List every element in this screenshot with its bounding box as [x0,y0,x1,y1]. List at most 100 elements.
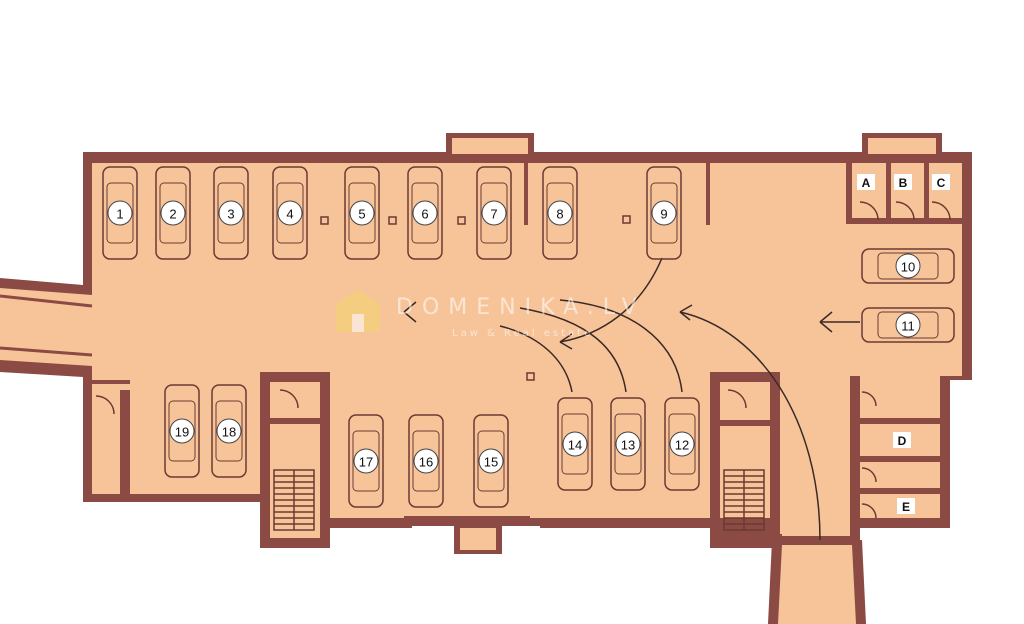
car-outline-icon [155,166,191,260]
parking-spot-2: 2 [155,166,191,260]
storage-unit-A: A [857,174,875,190]
spot-number: 2 [169,207,176,222]
car-roof-icon [412,430,440,492]
spot-number-badge [478,448,504,474]
car-outline-icon [348,414,384,508]
storage-label: E [902,500,910,514]
staircase-left [273,469,315,531]
car-outline-icon [542,166,578,260]
storage-unit-C: C [932,174,950,190]
car-roof-icon [480,182,508,244]
spot-number: 4 [286,207,293,222]
car-outline-icon [213,166,249,260]
interior-walls [0,163,962,548]
spot-number-badge [160,200,186,226]
car-outline-icon [664,397,700,491]
spot-number-badge [481,200,507,226]
spot-number: 9 [660,207,667,222]
spot-number-badge [169,418,195,444]
car-outline-icon [861,248,955,284]
parking-spot-16: 16 [408,414,444,508]
car-roof-icon [276,182,304,244]
spot-number-badge [669,431,695,457]
spot-number-badge [651,200,677,226]
parking-spot-18: 18 [211,384,247,478]
storage-units: A B C D E [857,174,950,514]
storage-label: D [898,434,907,448]
spot-number: 7 [490,207,497,222]
storage-label-box [894,174,912,190]
parking-spot-6: 6 [407,166,443,260]
car-roof-icon [411,182,439,244]
watermark: DOMENIKA.LV Law & Real estate [336,290,646,339]
spot-number-badge [412,200,438,226]
car-outline-icon [344,166,380,260]
parking-spot-14: 14 [557,397,593,491]
car-roof-icon [217,182,245,244]
spot-number-badge [562,431,588,457]
car-outline-icon [164,384,200,478]
storage-label: B [899,176,908,190]
car-roof-icon [477,430,505,492]
car-roof-icon [877,252,939,280]
spot-number-badge [413,448,439,474]
spot-number: 14 [568,438,582,453]
spot-number-badge [277,200,303,226]
spot-number: 5 [358,207,365,222]
car-roof-icon [877,311,939,339]
spot-number: 18 [222,425,236,440]
car-outline-icon [610,397,646,491]
floor [0,138,962,624]
car-roof-icon [215,400,243,462]
spot-number-badge [895,312,921,338]
parking-spot-5: 5 [344,166,380,260]
parking-spot-17: 17 [348,414,384,508]
watermark-brand: DOMENIKA.LV [396,295,646,320]
storage-unit-E: E [897,498,915,514]
spot-number-badge [218,200,244,226]
parking-spot-10: 10 [861,248,955,284]
parking-spot-3: 3 [213,166,249,260]
car-outline-icon [211,384,247,478]
spot-number-badge [107,200,133,226]
car-outline-icon [407,166,443,260]
storage-label-box [932,174,950,190]
spot-number: 11 [901,319,915,334]
spot-number: 6 [421,207,428,222]
parking-spot-9: 9 [646,166,682,260]
parking-spot-15: 15 [473,414,509,508]
car-roof-icon [546,182,574,244]
car-roof-icon [348,182,376,244]
parking-spot-1: 1 [102,166,138,260]
spot-number: 10 [901,260,915,275]
car-roof-icon [614,413,642,475]
car-roof-icon [668,413,696,475]
spot-number: 12 [675,438,689,453]
storage-label: C [937,176,946,190]
car-roof-icon [168,400,196,462]
car-outline-icon [102,166,138,260]
spot-number-badge [353,448,379,474]
spot-number: 3 [227,207,234,222]
spot-number: 1 [116,207,123,222]
car-roof-icon [650,182,678,244]
spot-number-badge [547,200,573,226]
watermark-tagline: Law & Real estate [452,328,593,339]
spot-number: 16 [419,455,433,470]
columns [320,215,631,381]
storage-label-box [897,498,915,514]
car-roof-icon [352,430,380,492]
car-outline-icon [473,414,509,508]
spot-number: 17 [359,455,373,470]
spot-number-badge [349,200,375,226]
storage-unit-D: D [893,432,911,448]
parking-spot-19: 19 [164,384,200,478]
car-roof-icon [106,182,134,244]
parking-spot-7: 7 [476,166,512,260]
parking-spot-8: 8 [542,166,578,260]
car-outline-icon [646,166,682,260]
car-outline-icon [272,166,308,260]
car-roof-icon [159,182,187,244]
